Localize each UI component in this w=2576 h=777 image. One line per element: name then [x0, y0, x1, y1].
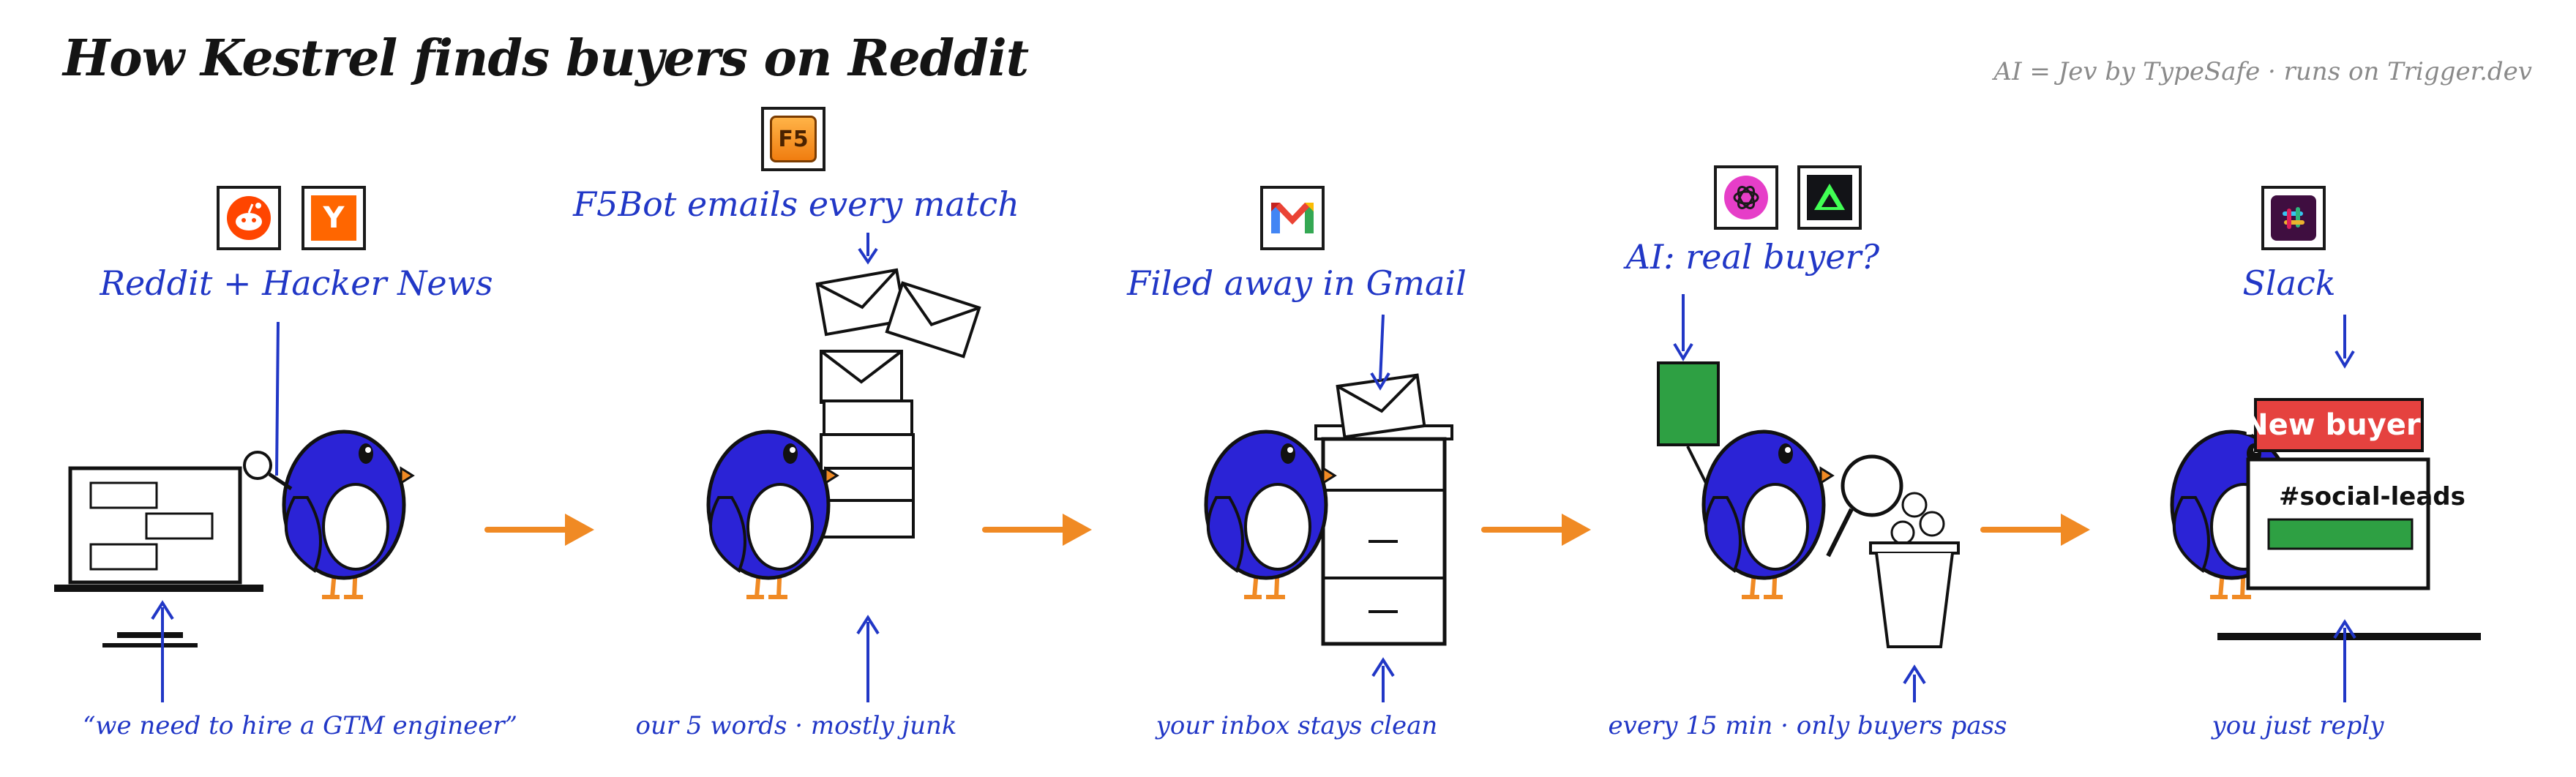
slack-card	[2217, 398, 2481, 640]
flow-arrow	[985, 514, 1092, 546]
step-1-caption: “we need to hire a GTM engineer”	[83, 711, 517, 740]
magnifier-icon	[1826, 454, 1903, 558]
monitor-icon	[54, 466, 263, 648]
trigger-dev-icon	[1797, 165, 1862, 230]
step-4-caption: every 15 min · only buyers pass	[1608, 711, 2007, 740]
f5bot-icon: F5	[761, 107, 825, 171]
gmail-icon	[1260, 186, 1325, 250]
step-2-label: F5Bot emails every match	[573, 184, 1019, 224]
bird-reviewer	[1704, 432, 1832, 597]
pointer-line	[275, 321, 280, 476]
magnifier-icon	[243, 451, 293, 491]
bird-filer	[1206, 432, 1335, 597]
step-3-label: Filed away in Gmail	[1127, 263, 1467, 303]
slack-channel-name: #social-leads	[2279, 482, 2465, 511]
step-4-label: AI: real buyer?	[1625, 237, 1880, 277]
flow-arrow	[1983, 514, 2090, 546]
envelope-stack	[815, 268, 981, 538]
slack-icon	[2261, 186, 2326, 250]
new-buyer-badge: New buyer!	[2244, 408, 2434, 442]
step-1-label: Reddit + Hacker News	[100, 263, 493, 303]
step-3-caption: your inbox stays clean	[1156, 711, 1438, 740]
bird-mailman	[708, 432, 837, 597]
hacker-news-icon: Y	[302, 186, 366, 250]
step-2-caption: our 5 words · mostly junk	[635, 711, 957, 740]
filing-cabinet	[1314, 373, 1453, 646]
bird-watcher	[284, 432, 413, 597]
flow-arrow	[487, 514, 594, 546]
credit-line: AI = Jev by TypeSafe · runs on Trigger.d…	[1993, 57, 2532, 86]
reddit-icon	[217, 186, 281, 250]
openai-icon	[1714, 165, 1778, 230]
step-5-caption: you just reply	[2212, 711, 2384, 740]
diagram-title: How Kestrel finds buyers on Reddit	[63, 29, 1029, 88]
flow-arrow	[1484, 514, 1591, 546]
step-5-label: Slack	[2242, 263, 2336, 303]
trash-bin	[1869, 492, 1960, 648]
